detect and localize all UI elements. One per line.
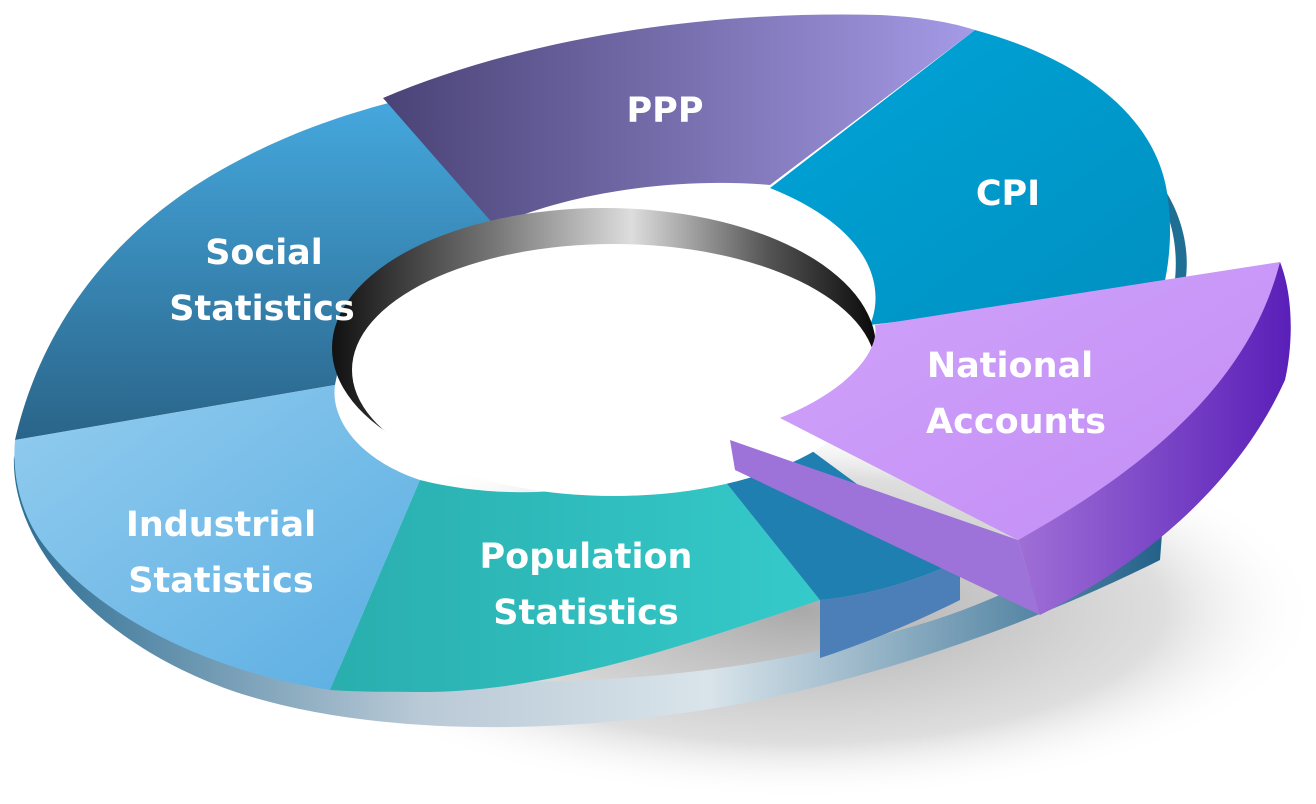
ring-hole [352, 244, 876, 496]
segment-gap-side [820, 560, 960, 658]
label-social-statistics-line-2: Statistics [169, 289, 354, 329]
label-ppp-line-1: PPP [627, 91, 704, 131]
label-social-statistics: Social Statistics [169, 233, 354, 329]
segment-cpi[interactable] [770, 30, 1171, 325]
segment-ppp[interactable] [383, 14, 975, 227]
segment-national-accounts[interactable] [780, 262, 1280, 540]
segment-industrial-statistics[interactable] [14, 385, 420, 690]
ring-side-wall [13, 430, 1171, 728]
label-social-statistics-line-1: Social [205, 233, 323, 273]
label-industrial-statistics: Industrial Statistics [126, 505, 316, 601]
label-cpi-line-1: CPI [976, 174, 1040, 214]
segment-population-statistics[interactable] [330, 450, 820, 692]
label-population-statistics-line-1: Population [480, 537, 693, 577]
segment-social-statistics[interactable] [15, 100, 495, 440]
label-ppp: PPP [627, 91, 704, 131]
segment-national-accounts-outer-side [1018, 262, 1291, 615]
label-national-accounts: National Accounts [926, 346, 1106, 442]
label-national-accounts-line-1: National [927, 346, 1093, 386]
label-population-statistics-line-2: Statistics [493, 593, 678, 633]
label-population-statistics: Population Statistics [480, 537, 693, 633]
label-industrial-statistics-line-2: Statistics [128, 561, 313, 601]
segment-national-accounts-side [730, 440, 1040, 615]
label-national-accounts-line-2: Accounts [926, 402, 1106, 442]
label-industrial-statistics-line-1: Industrial [126, 505, 316, 545]
label-cpi: CPI [976, 174, 1040, 214]
